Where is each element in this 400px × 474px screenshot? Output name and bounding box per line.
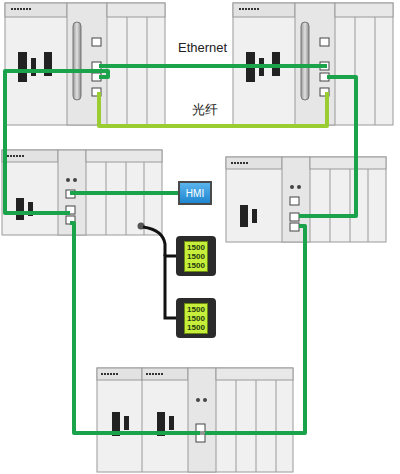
power-meter: 1500 1500 1500: [176, 298, 216, 338]
meter-reading: 1500 1500 1500: [187, 305, 205, 332]
meter-screen: 1500 1500 1500: [184, 303, 208, 334]
fiber-label: 光纤: [190, 101, 220, 119]
node-text: HMI: [186, 188, 204, 199]
network-label: Ethernet: [176, 40, 229, 55]
meter-cable: [165, 256, 176, 318]
power-meter: 1500 1500 1500: [176, 236, 216, 276]
meter-screen: 1500 1500 1500: [184, 241, 208, 272]
hmi-screen: HMI: [178, 181, 212, 205]
meter-reading: 1500 1500 1500: [187, 243, 205, 270]
